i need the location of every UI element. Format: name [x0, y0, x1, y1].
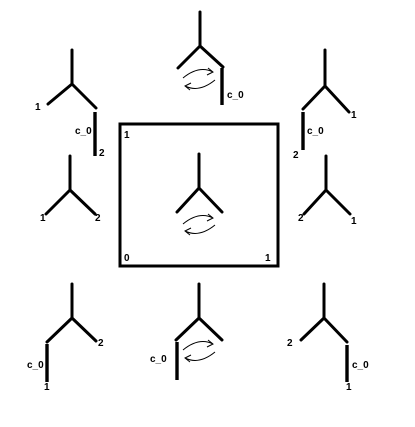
bottom-left-tree: 2 c_0 1 [27, 282, 104, 393]
central-square [118, 122, 280, 268]
rotation-arrow-icon [182, 339, 216, 363]
leaf-label: 2 [95, 213, 101, 224]
rotation-arrow-icon [182, 213, 216, 236]
bar-end-label: 2 [99, 148, 105, 159]
square-label-top-left: 1 [124, 130, 130, 141]
bar-end-label: 1 [44, 382, 50, 393]
bar-label: c_0 [227, 90, 244, 101]
middle-right-tree: 2 1 [298, 154, 357, 227]
bar-label: c_0 [150, 354, 167, 365]
top-tree: c_0 [176, 10, 244, 105]
square-label-bottom-right: 1 [265, 253, 271, 264]
middle-left-tree: 1 2 [40, 154, 101, 224]
leaf-label: 1 [351, 216, 357, 227]
bottom-right-tree: 2 c_0 1 [287, 282, 369, 393]
leaf-label: 2 [98, 338, 104, 349]
leaf-label: 2 [287, 338, 293, 349]
top-right-tree: 1 c_0 2 [293, 48, 357, 161]
bar-label: c_0 [307, 126, 324, 137]
bar-end-label: 1 [346, 382, 352, 393]
center-tree [175, 152, 224, 236]
bottom-center-tree: c_0 [150, 282, 224, 380]
bar-label: c_0 [27, 360, 44, 371]
bar-end-label: 2 [293, 150, 299, 161]
leaf-label: 1 [351, 110, 357, 121]
leaf-label: 2 [298, 213, 304, 224]
leaf-label: 1 [40, 213, 46, 224]
rotation-arrow-icon [182, 67, 216, 91]
square-label-bottom-left: 0 [124, 253, 130, 264]
top-left-tree: 1 c_0 2 [35, 48, 105, 159]
leaf-label: 1 [35, 102, 41, 113]
bar-label: c_0 [75, 126, 92, 137]
bar-label: c_0 [352, 360, 369, 371]
